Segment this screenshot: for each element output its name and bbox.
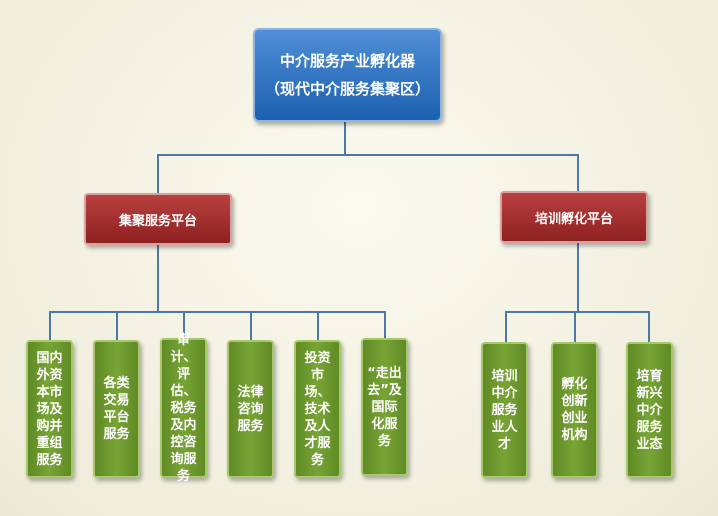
connector	[49, 311, 386, 313]
connector	[505, 311, 649, 313]
branch-node-gathering: 集聚服务平台	[84, 193, 232, 245]
leaf-node: 国内外资本市场及购并重组服务	[26, 340, 73, 478]
root-title: 中介服务产业孵化器	[279, 52, 415, 70]
connector	[317, 311, 319, 340]
connector	[157, 154, 579, 156]
connector	[157, 245, 159, 312]
connector	[250, 311, 252, 340]
leaf-node: 审计、评估、税务及内控咨询服务	[160, 333, 207, 484]
connector	[49, 311, 51, 340]
leaf-node: “走出去”及国际化服务	[361, 338, 408, 476]
root-subtitle: （现代中介服务集聚区）	[264, 80, 430, 98]
root-node: 中介服务产业孵化器 （现代中介服务集聚区）	[253, 28, 442, 122]
connector	[648, 311, 650, 342]
leaf-node: 培训中介服务业人才	[481, 342, 528, 478]
connector	[577, 154, 579, 191]
connector	[344, 122, 346, 155]
connector	[116, 311, 118, 340]
connector	[577, 243, 579, 312]
leaf-node: 各类交易平台服务	[93, 340, 140, 478]
connector	[574, 311, 576, 342]
connector	[183, 311, 185, 340]
connector	[157, 154, 159, 193]
leaf-node: 法律咨询服务	[227, 340, 274, 478]
branch-node-incubation: 培训孵化平台	[500, 191, 648, 243]
connector	[384, 311, 386, 340]
leaf-node: 投资市场、技术及人才服务	[294, 340, 341, 478]
leaf-node: 培育新兴中介服务业态	[626, 342, 673, 478]
leaf-node: 孵化创新创业机构	[551, 342, 598, 478]
connector	[505, 311, 507, 342]
